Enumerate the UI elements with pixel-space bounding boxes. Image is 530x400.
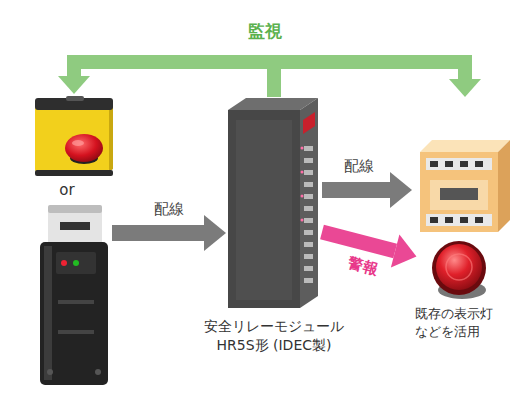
wiring-label: 配線 [344,156,374,176]
monitor-label: 監視 [248,20,282,43]
connector-line [322,232,395,251]
arrow-head [58,76,90,94]
contactor-node [418,139,512,233]
relay-module-illustration [228,98,318,308]
arrow-head [449,79,481,97]
monitor-arrow [274,62,481,97]
module-caption: 安全リレーモジュール HR5S形 (IDEC製) [201,317,347,355]
alarm-label: 警報 [346,253,380,280]
indicator-lamp-illustration [432,241,486,299]
contactor-illustration [420,140,510,232]
indicator-lamp-node: 既存の表示灯 などを活用 [430,239,492,297]
lamp-caption: 既存の表示灯 などを活用 [415,305,497,340]
emergency-stop-node [33,96,115,176]
wiring-arrow [322,172,412,208]
arrow-head [204,215,226,251]
connector-line [74,62,274,97]
wiring-label: 配線 [154,199,184,219]
door-switch-node [36,204,112,387]
door-switch-illustration [40,205,108,385]
or-label: or [59,180,74,200]
connector-line [322,182,390,198]
arrow-head [391,234,417,267]
monitor-arrow [58,62,274,97]
arrow-head [390,172,412,208]
emergency-stop-illustration [35,96,113,176]
wiring-arrow [112,215,226,251]
connector-line [112,225,204,241]
relay-module-node: 安全リレーモジュール HR5S形 (IDEC製) [228,97,320,309]
connector-line [274,62,465,97]
